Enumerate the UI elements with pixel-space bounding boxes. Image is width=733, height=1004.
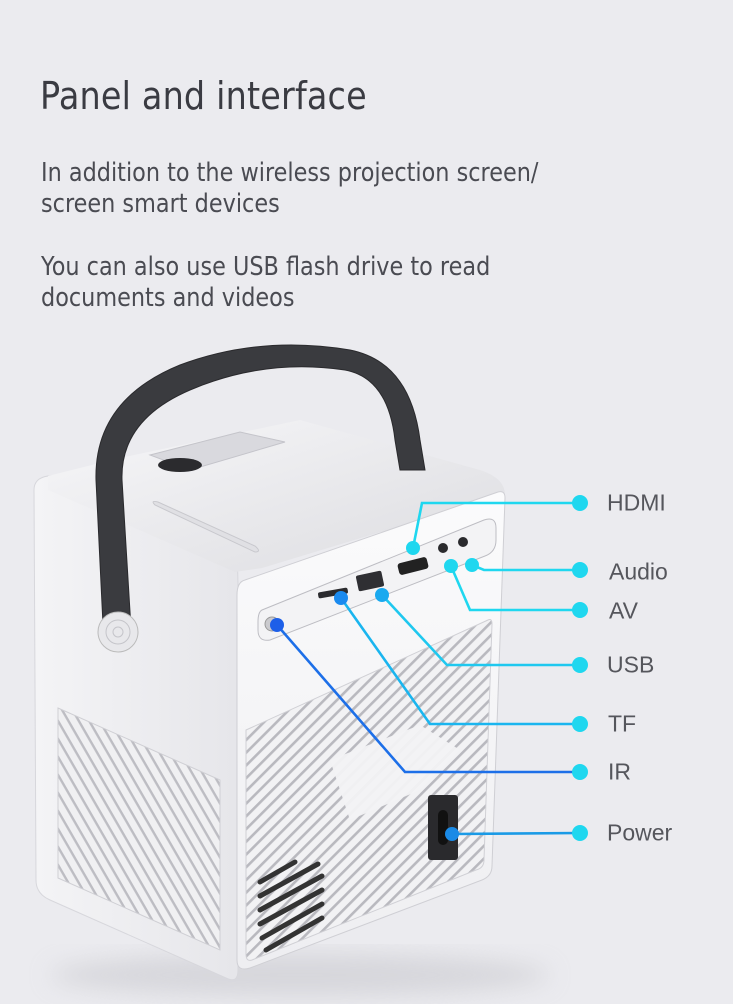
description-line: You can also use USB flash drive to read	[41, 252, 491, 282]
label-markers	[572, 495, 588, 841]
port-label-usb: USB	[607, 651, 655, 678]
handle-hinge	[97, 611, 139, 653]
description-paragraph-2: You can also use USB flash drive to read…	[41, 252, 490, 314]
top-touch-bar	[152, 500, 259, 553]
floor-shadow	[50, 953, 550, 997]
tf-slot	[318, 587, 348, 599]
description-line: screen smart devices	[41, 189, 280, 219]
usb-port	[355, 570, 385, 592]
lens-icon	[158, 458, 202, 472]
port-label-tf: TF	[608, 710, 637, 737]
vent-decor	[330, 725, 460, 820]
audio-jack	[458, 537, 468, 547]
port-label-av: AV	[609, 597, 638, 624]
av-jack	[438, 543, 448, 553]
hdmi-port	[397, 557, 429, 575]
port-label-hdmi: HDMI	[607, 489, 666, 516]
port-label-audio: Audio	[609, 558, 668, 585]
description-line: documents and videos	[41, 283, 295, 313]
intake-slots	[257, 859, 325, 953]
port-label-power: Power	[607, 819, 673, 846]
description-line: In addition to the wireless projection s…	[41, 158, 539, 188]
projector-illustration	[33, 344, 588, 997]
page-title: Panel and interface	[40, 74, 367, 118]
description-paragraph-1: In addition to the wireless projection s…	[41, 158, 538, 220]
side-vent	[57, 707, 221, 951]
port-label-ir: IR	[608, 758, 631, 785]
port-markers	[270, 541, 479, 841]
